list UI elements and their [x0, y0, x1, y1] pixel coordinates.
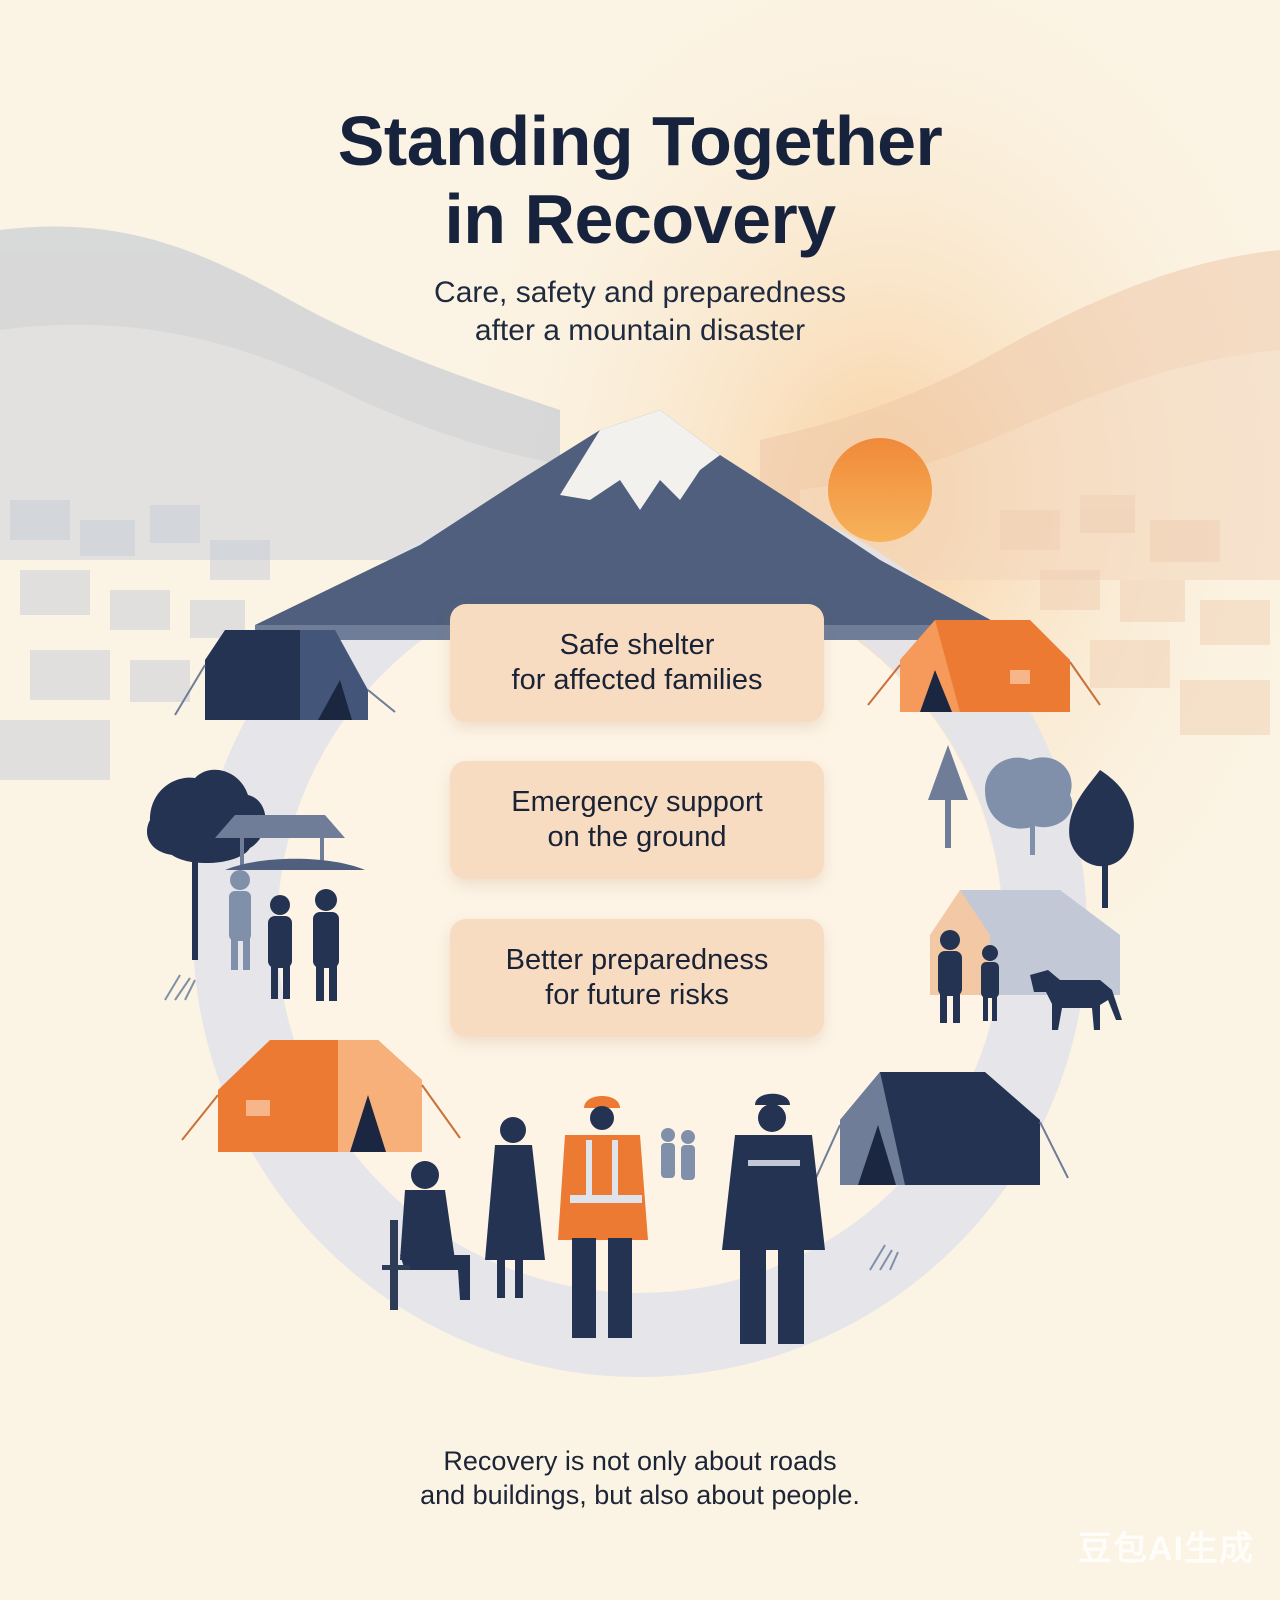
person-icon: [938, 930, 962, 1023]
grass: [164, 974, 899, 1271]
tree-icon: [146, 769, 266, 960]
person-icon: [485, 1117, 545, 1298]
title-line-2: in Recovery: [444, 180, 836, 258]
card-line-2: for future risks: [545, 979, 729, 1011]
card-line-2: on the ground: [547, 821, 727, 853]
person-icon: [229, 870, 251, 970]
horse-icon: [1030, 970, 1122, 1030]
worker-icon: [558, 1096, 648, 1338]
card-line-1: Safe shelter: [559, 629, 715, 661]
subtitle: Care, safety and preparedness after a mo…: [0, 274, 1280, 350]
bottom-caption: Recovery is not only about roads and bui…: [0, 1444, 1280, 1512]
tent-icon: [174, 630, 396, 720]
card-safe-shelter: Safe shelter for affected families: [450, 604, 824, 722]
title-line-1: Standing Together: [337, 102, 943, 180]
tent-icon: [814, 1072, 1069, 1185]
card-line-1: Better preparedness: [505, 944, 769, 976]
tree-icon: [928, 745, 968, 848]
page-title: Standing Together in Recovery: [0, 102, 1280, 258]
house-icon: [930, 890, 1120, 995]
subtitle-line-1: Care, safety and preparedness: [434, 276, 846, 309]
subtitle-line-2: after a mountain disaster: [474, 314, 806, 347]
right-village: [1000, 495, 1270, 735]
caption-line-1: Recovery is not only about roads: [443, 1446, 837, 1476]
person-icon: [661, 1128, 695, 1180]
caption-line-2: and buildings, but also about people.: [420, 1480, 860, 1510]
card-line-1: Emergency support: [511, 786, 763, 818]
seated-person-icon: [382, 1161, 470, 1310]
tree-icon: [985, 757, 1073, 855]
watermark: 豆包AI生成: [1078, 1530, 1254, 1568]
left-village: [0, 500, 270, 780]
tent-icon: [181, 1040, 461, 1152]
person-icon: [268, 895, 292, 999]
card-better-preparedness: Better preparedness for future risks: [450, 919, 824, 1037]
person-icon: [981, 945, 999, 1021]
tent-icon: [867, 620, 1101, 712]
sun-icon: [828, 438, 932, 542]
person-icon: [313, 889, 339, 1001]
volunteer-icon: [722, 1093, 825, 1344]
card-line-2: for affected families: [511, 664, 763, 696]
tree-icon: [1069, 770, 1134, 908]
shelter: [215, 815, 365, 870]
card-emergency-support: Emergency support on the ground: [450, 761, 824, 879]
